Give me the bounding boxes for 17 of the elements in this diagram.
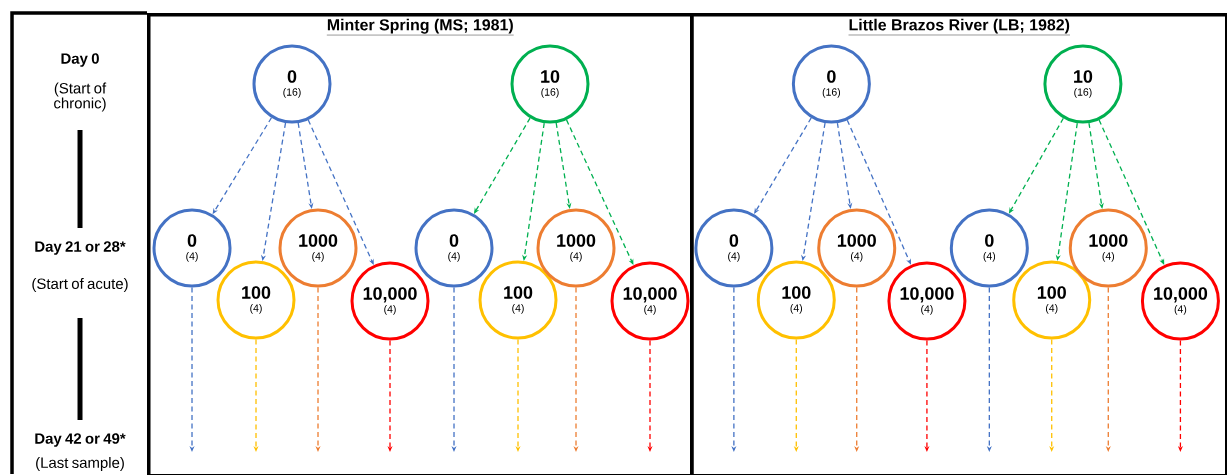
dashed-arrow <box>307 119 374 265</box>
day-label: Day 42 or 49* <box>35 433 126 447</box>
phase-note: (Last sample) <box>36 457 124 471</box>
phase-note: (Start of chronic) <box>54 82 107 112</box>
dashed-arrow <box>522 122 545 261</box>
dashed-arrow <box>836 122 853 209</box>
dashed-arrow <box>555 122 572 209</box>
day-label: Day 0 <box>61 53 99 67</box>
dashed-arrow <box>846 119 911 265</box>
dashed-arrow <box>1088 122 1104 209</box>
phase-note: (Start of acute) <box>32 278 128 292</box>
dashed-arrow <box>1098 119 1165 265</box>
dashed-arrow <box>801 122 826 261</box>
dashed-arrow <box>1049 338 1055 452</box>
dashed-arrow <box>854 286 860 452</box>
day-label: Day 21 or 28* <box>35 241 126 255</box>
dashed-arrow <box>297 122 314 209</box>
